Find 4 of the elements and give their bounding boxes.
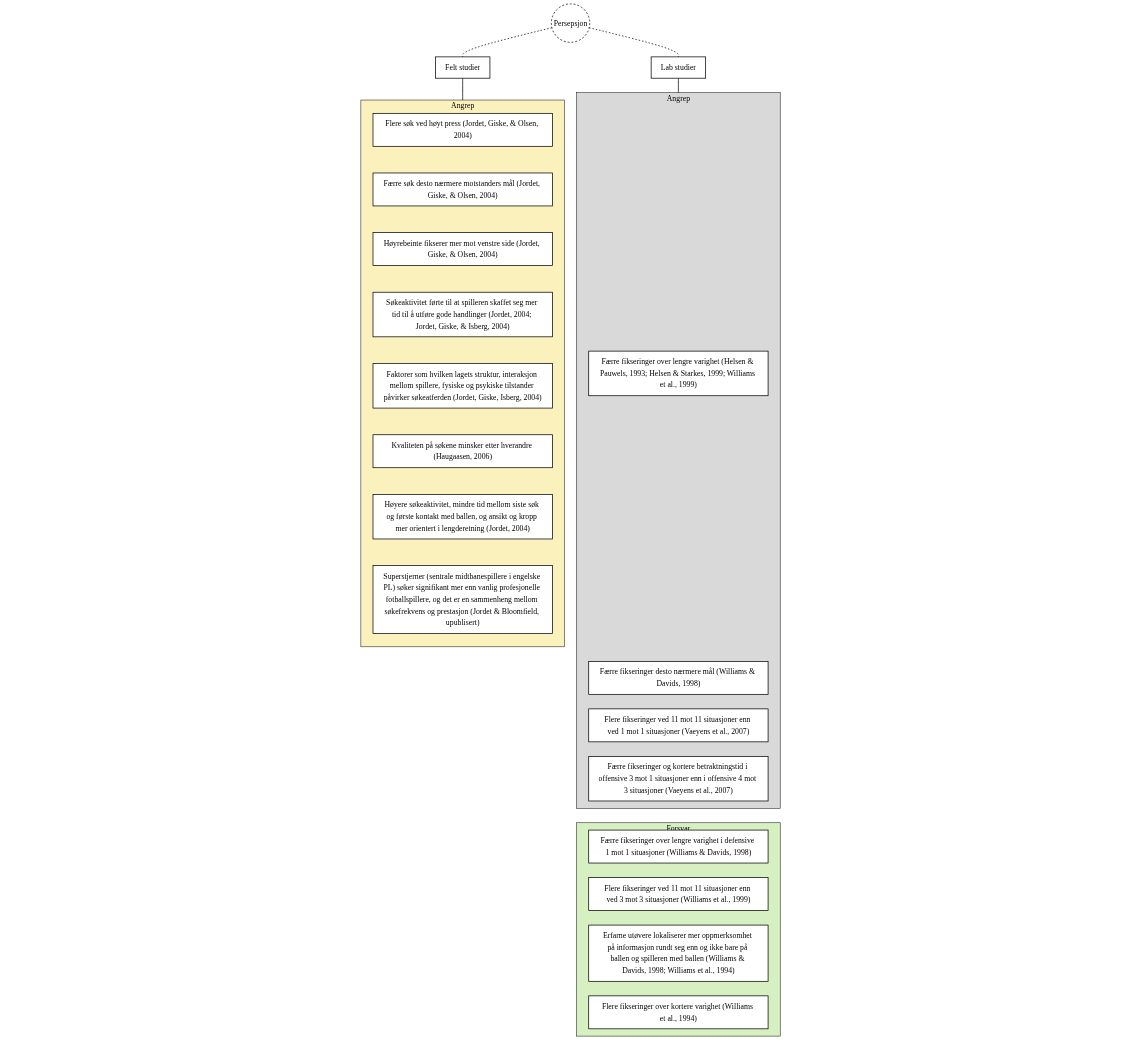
connector (462, 27, 553, 58)
connector (462, 77, 464, 101)
connector (589, 27, 680, 58)
connector (678, 77, 680, 94)
